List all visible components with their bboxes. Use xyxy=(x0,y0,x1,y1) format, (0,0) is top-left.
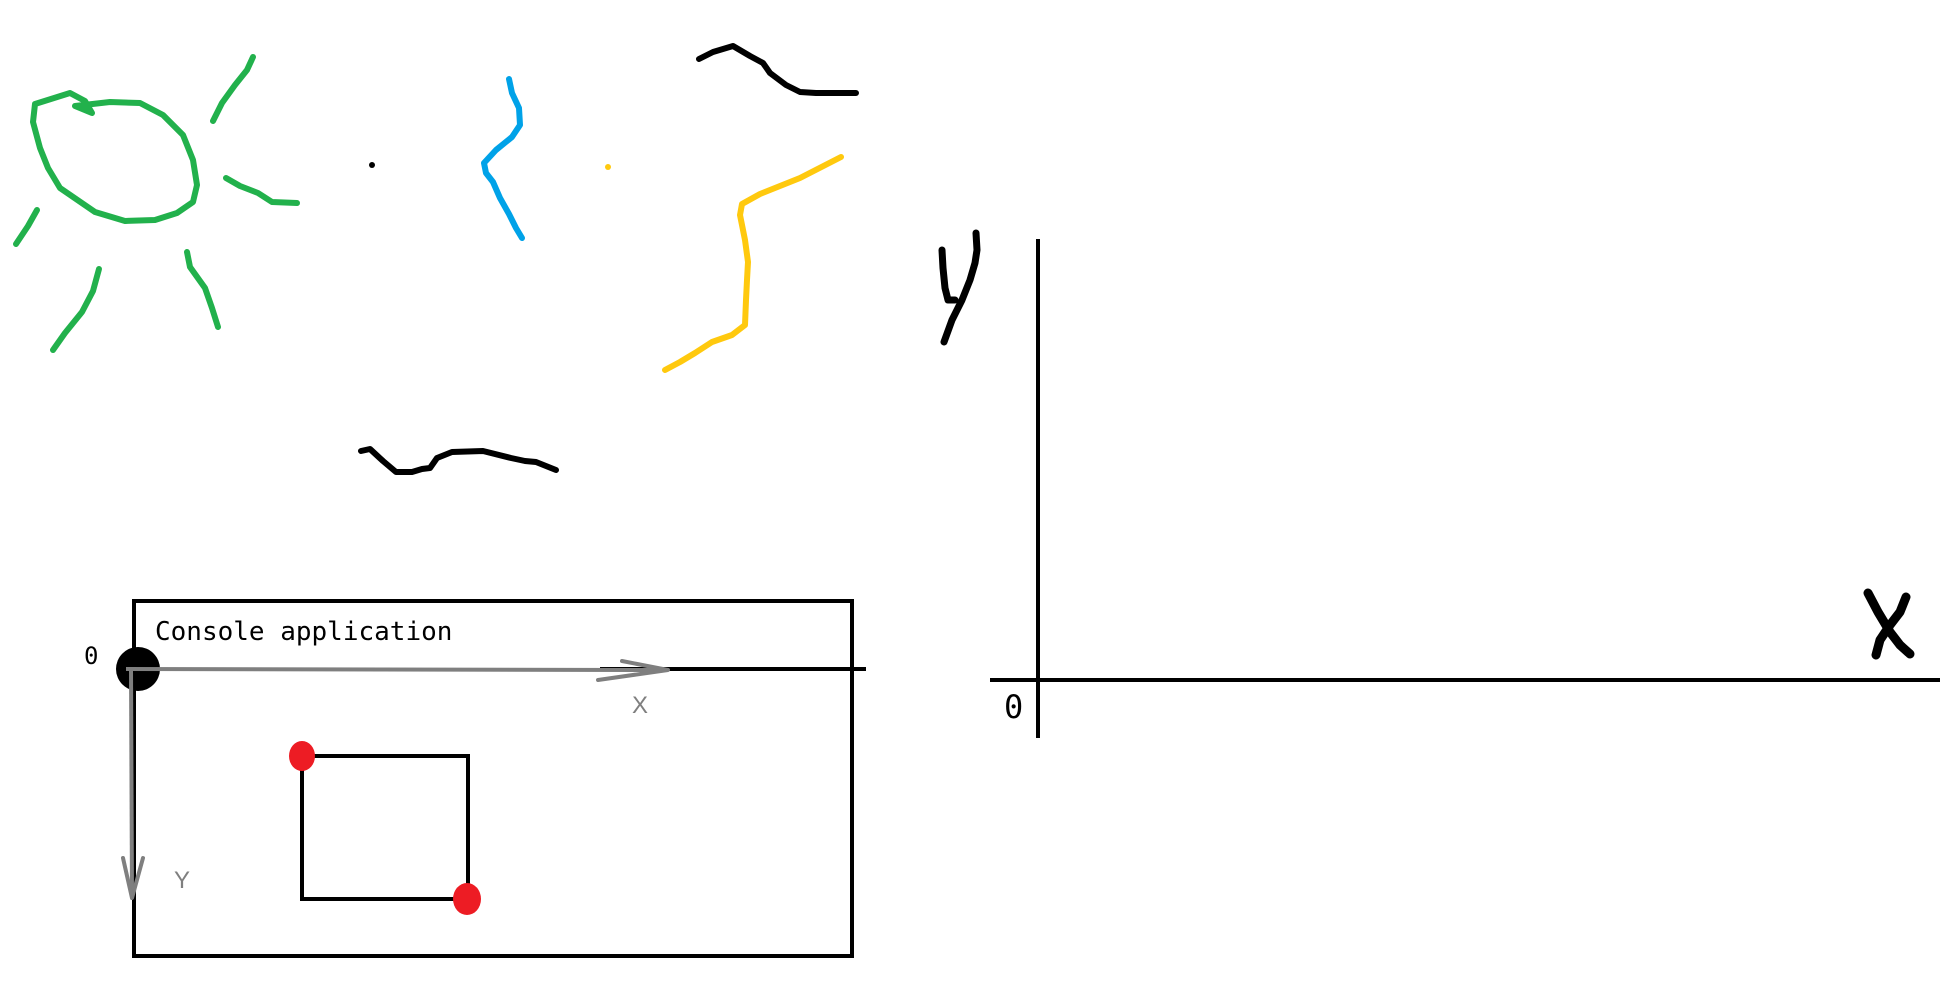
console-y-label: Y xyxy=(174,867,190,894)
console-y-axis-arrowhead xyxy=(121,856,145,900)
sun-ray-top xyxy=(210,54,256,124)
black-dot xyxy=(369,162,375,168)
sun-ray-right xyxy=(223,175,300,206)
console-window-frame xyxy=(132,599,854,958)
console-panel: Console application 0 X Y xyxy=(84,599,866,958)
sun-ray-bottom-right xyxy=(184,249,221,330)
yellow-line xyxy=(662,154,844,373)
cartesian-origin-label: 0 xyxy=(1004,688,1023,726)
yellow-dot xyxy=(605,164,611,170)
rectangle-top-left-point xyxy=(289,741,315,771)
console-x-label: X xyxy=(632,692,648,719)
black-squiggle-top xyxy=(696,43,859,96)
console-rectangle xyxy=(300,754,470,901)
sun-ray-bottom xyxy=(50,266,102,353)
cartesian-panel: 0 Y X xyxy=(938,229,1940,738)
console-x-axis-arrowhead xyxy=(596,659,670,682)
sun-ray-left xyxy=(13,207,40,247)
cartesian-x-label xyxy=(1863,588,1915,660)
black-squiggle-bottom xyxy=(358,446,559,475)
blue-squiggle xyxy=(481,76,525,241)
rectangle-bottom-right-point xyxy=(453,883,481,915)
sun-doodle xyxy=(13,54,300,353)
cartesian-y-label xyxy=(938,229,981,346)
console-y-axis xyxy=(129,668,134,899)
sun-body xyxy=(30,90,200,224)
console-title: Console application xyxy=(155,617,452,647)
console-x-axis xyxy=(125,667,669,672)
console-origin-label: 0 xyxy=(84,642,98,670)
